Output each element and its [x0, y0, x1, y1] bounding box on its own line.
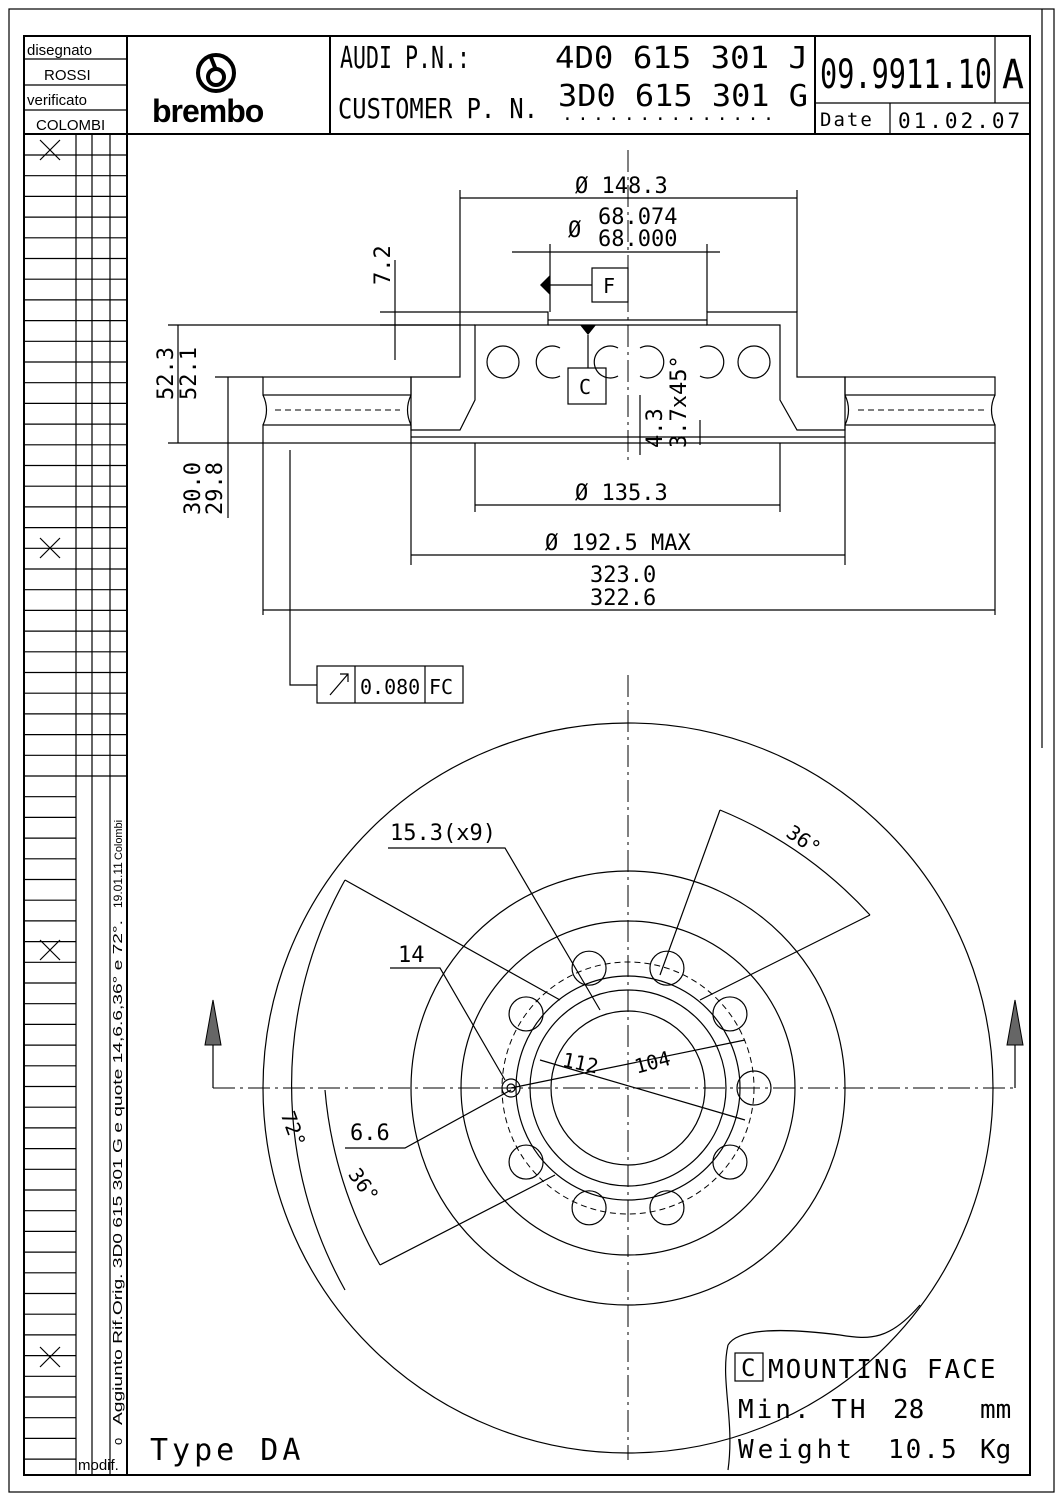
customer-pn: 3D0 615 301 G: [558, 79, 808, 114]
bolt-circle: 112: [560, 1048, 600, 1079]
disc-type: Type DA: [150, 1433, 304, 1468]
bolt-hole: [712, 996, 748, 1032]
dim-hat-thickness: 7.2: [371, 245, 396, 285]
angle-72: 72°: [276, 1108, 311, 1150]
dim-disc-max: 323.0: [590, 563, 656, 588]
dim-outer-hat: Ø 148.3: [575, 174, 668, 199]
revision-author: Colombi: [113, 820, 125, 860]
min-th-unit: mm: [980, 1395, 1011, 1425]
brembo-logo: brembo: [152, 53, 265, 129]
date-value: 01.02.07: [898, 109, 1023, 133]
bolt-hole: [571, 1190, 607, 1226]
revision-letter: A: [1002, 52, 1024, 98]
min-th-value: 28: [893, 1395, 924, 1425]
chamfer-a: 4.3: [643, 408, 668, 448]
drawn-label: disegnato: [27, 42, 92, 59]
chamfer-b: 3.7x45°: [667, 355, 692, 448]
revision-index: o: [110, 1438, 125, 1445]
dim-thickness-max: 30.0: [181, 462, 206, 515]
bolt-hole: [508, 996, 544, 1032]
datum-f: F: [603, 274, 615, 298]
dim-hub: Ø 135.3: [575, 481, 668, 506]
revision-entry-text: Aggiunto Rif.Orig. 3D0 615 301 G e quote…: [110, 920, 125, 1425]
weight-label: Weight: [738, 1435, 856, 1465]
checked-by: COLOMBI: [36, 117, 105, 134]
dim-14: 14: [398, 943, 425, 968]
datum-f-box: [591, 267, 629, 303]
bolt-hole: [649, 950, 685, 986]
dim-bore-max: 68.074: [598, 205, 677, 230]
audi-pn-label: AUDI P.N.:: [340, 41, 470, 76]
bolt-hole: [649, 1190, 685, 1226]
runout-datum: FC: [429, 675, 453, 699]
bolt-hole: [571, 950, 607, 986]
dim-height-max: 52.3: [154, 347, 179, 400]
drawing-number: 09.9911.10: [820, 52, 992, 98]
pilot-dim: 104: [632, 1046, 673, 1079]
revision-date: 19.01.11: [111, 862, 125, 908]
dim-height-min: 52.1: [177, 347, 202, 400]
angle-36-top: 36°: [782, 820, 825, 860]
bolt-hole: [508, 1144, 544, 1180]
weight-unit: Kg: [980, 1435, 1011, 1465]
x-mark-icon: [39, 537, 61, 559]
revision-column: modif. o Aggiunto Rif.Orig. 3D0 615 301 …: [24, 134, 127, 1475]
x-mark-icon: [39, 1346, 61, 1368]
date-label: Date: [820, 109, 874, 131]
checked-label: verificato: [27, 92, 87, 109]
x-mark-icon: [39, 139, 61, 161]
customer-pn-label: CUSTOMER P. N.: [338, 92, 538, 125]
bolt-hole: [712, 1144, 748, 1180]
audi-pn: 4D0 615 301 J: [555, 41, 808, 76]
dim-thickness-min: 29.8: [203, 462, 228, 515]
x-mark-icon: [39, 939, 61, 961]
dim-vent: Ø 192.5 MAX: [545, 531, 691, 556]
mounting-face-datum: C: [741, 1354, 755, 1382]
min-th-label: Min. TH: [738, 1395, 869, 1425]
sheet-border: [8, 8, 1055, 1493]
datum-c: C: [579, 375, 591, 399]
dim-6-6: 6.6: [350, 1121, 390, 1146]
plan-view: 15.3(x9) 14 6.6 112 104 36° 72° 36°: [204, 675, 1024, 1460]
runout-arrow-icon: [329, 673, 349, 696]
mounting-face: MOUNTING FACE: [768, 1355, 998, 1385]
datum-c-box: [567, 367, 607, 405]
drawn-by: ROSSI: [44, 67, 91, 84]
bolt-hole: [736, 1070, 772, 1106]
runout-value: 0.080: [360, 675, 420, 699]
section-view: Ø 148.3 Ø 68.074 68.000 7.2 F C 52.3 52.…: [154, 150, 996, 704]
modif-label: modif.: [78, 1457, 119, 1474]
svg-text:brembo: brembo: [152, 93, 264, 129]
runout-tolerance-frame: 0.080 FC: [316, 665, 464, 704]
hole-dia: 15.3(x9): [390, 821, 496, 846]
dim-bore-min: 68.000: [598, 227, 677, 252]
notes-block: C MOUNTING FACE Min. TH 28 mm Weight 10.…: [150, 1304, 1011, 1471]
weight-value: 10.5: [888, 1435, 959, 1465]
dim-disc-min: 322.6: [590, 586, 656, 611]
dim-bore-symbol: Ø: [568, 218, 581, 243]
